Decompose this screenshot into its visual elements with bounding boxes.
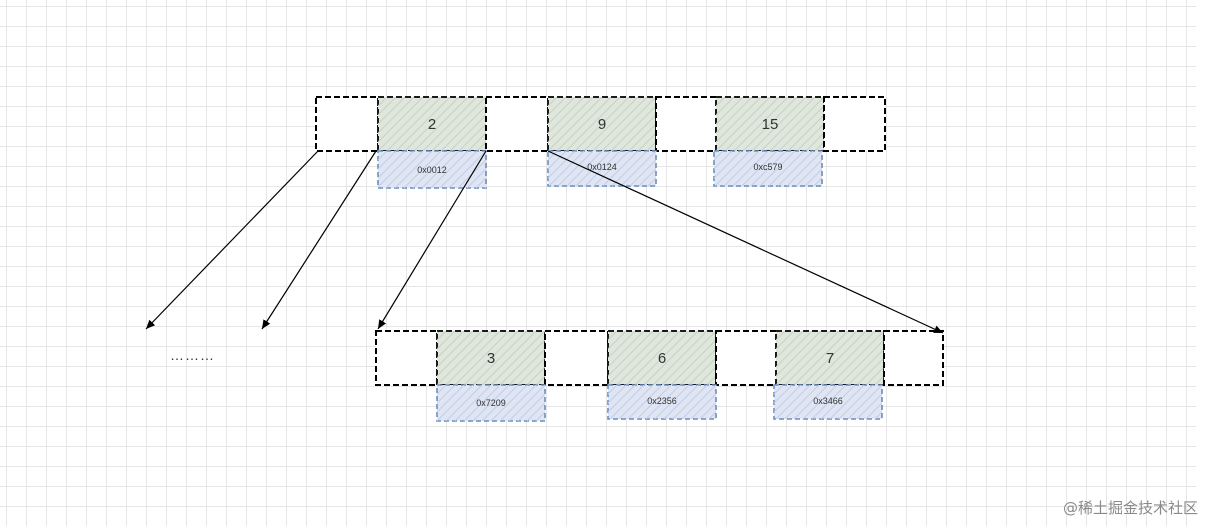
child-address-0: 0x7209 [476,398,506,408]
child-address-cell-0: 0x7209 [436,384,546,422]
root-pointer-1 [485,96,549,152]
child-address-1: 0x2356 [647,396,677,406]
root-address-0: 0x0012 [417,165,447,175]
root-pointer-0 [315,96,379,152]
edge-pointer-1 [261,150,377,330]
edge-pointer-2 [377,150,487,330]
root-address-cell-1: 0x0124 [547,150,657,187]
child-key-1: 6 [658,350,666,367]
root-key-cell-1: 9 [547,96,657,152]
root-key-2: 15 [762,116,779,133]
root-key-cell-2: 15 [715,96,825,152]
ellipsis-label: ……… [170,347,215,363]
child-pointer-2 [715,330,777,386]
child-pointer-3 [883,330,944,386]
child-key-cell-2: 7 [775,330,885,386]
root-key-0: 2 [428,116,436,133]
root-pointer-2 [655,96,717,152]
canvas-margin [1196,0,1214,526]
edge-pointer-3 [547,150,944,334]
child-key-2: 7 [826,350,834,367]
child-address-cell-2: 0x3466 [773,384,883,420]
child-address-2: 0x3466 [813,396,843,406]
root-address-1: 0x0124 [587,162,617,172]
child-key-0: 3 [487,350,495,367]
child-pointer-1 [544,330,609,386]
edge-pointer-0 [145,150,319,330]
child-address-cell-1: 0x2356 [607,384,717,420]
child-node: 3 6 7 0x7209 0x2356 0x3466 [375,330,944,422]
root-node: 2 9 15 0x0012 0x0124 0xc579 [315,96,886,189]
child-key-cell-1: 6 [607,330,717,386]
root-address-cell-0: 0x0012 [377,150,487,189]
child-key-cell-0: 3 [436,330,546,386]
root-address-cell-2: 0xc579 [713,150,823,187]
root-key-1: 9 [598,116,606,133]
child-pointer-0 [375,330,438,386]
root-address-2: 0xc579 [753,162,782,172]
watermark: @稀土掘金技术社区 [1062,499,1198,517]
root-pointer-3 [823,96,886,152]
